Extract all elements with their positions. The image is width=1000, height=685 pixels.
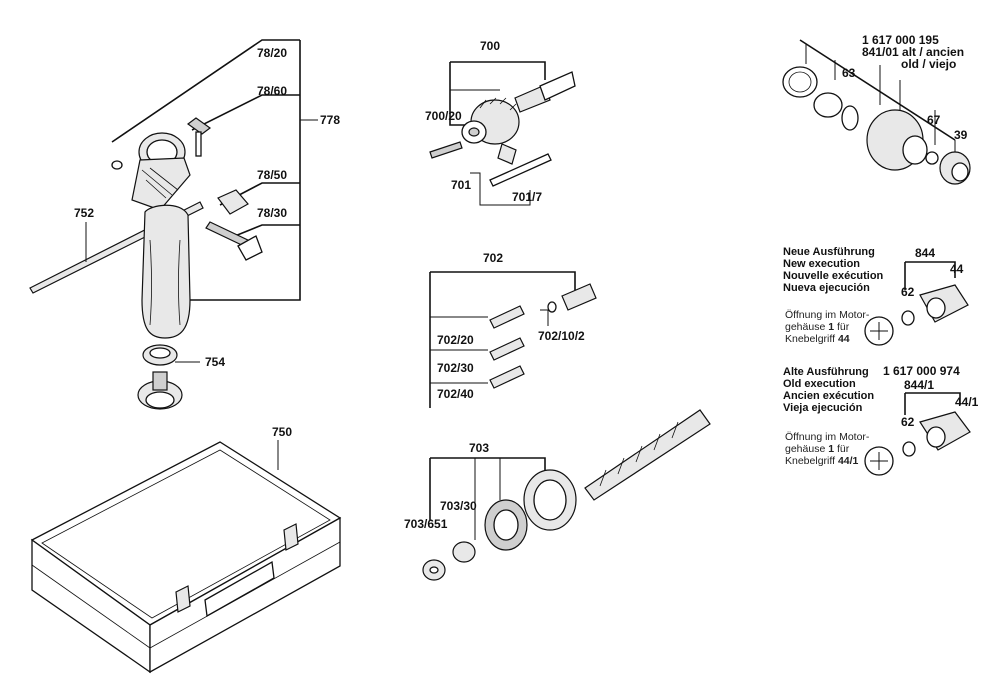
screwdriver-bits-group <box>429 271 597 408</box>
new-exec-es: Nueva ejecución <box>783 282 870 294</box>
label-778: 778 <box>320 113 340 127</box>
note-841-01: 841/01 alt / ancien <box>862 45 964 59</box>
label-44-1: 44/1 <box>955 395 979 409</box>
auxiliary-handle-group <box>29 39 318 410</box>
label-62a: 62 <box>901 285 915 299</box>
old-execution-block: Alte Ausführung Old execution Ancien exé… <box>783 364 979 476</box>
label-702: 702 <box>483 251 503 265</box>
new-exec-note-3: Knebelgriff 44 <box>785 333 850 345</box>
label-703-30: 703/30 <box>440 499 477 513</box>
new-exec-de: Neue Ausführung <box>783 246 875 258</box>
label-750: 750 <box>272 425 292 439</box>
label-702-30: 702/30 <box>437 361 474 375</box>
label-703: 703 <box>469 441 489 455</box>
new-exec-note-1: Öffnung im Motor- <box>785 309 870 321</box>
label-703-651: 703/651 <box>404 517 448 531</box>
label-754: 754 <box>205 355 225 369</box>
old-exec-note-3: Knebelgriff 44/1 <box>785 455 859 467</box>
label-700: 700 <box>480 39 500 53</box>
label-752: 752 <box>74 206 94 220</box>
old-exec-note-1: Öffnung im Motor- <box>785 431 870 443</box>
label-78-50: 78/50 <box>257 168 287 182</box>
label-701-7: 701/7 <box>512 190 542 204</box>
label-700-20: 700/20 <box>425 109 462 123</box>
label-67: 67 <box>927 113 941 127</box>
old-exec-es: Vieja ejecución <box>783 402 863 414</box>
label-78-60: 78/60 <box>257 84 287 98</box>
label-39: 39 <box>954 128 968 142</box>
label-62b: 62 <box>901 415 915 429</box>
new-exec-en: New execution <box>783 258 860 270</box>
label-702-40: 702/40 <box>437 387 474 401</box>
label-844: 844 <box>915 246 935 260</box>
label-78-20: 78/20 <box>257 46 287 60</box>
label-702-10-2: 702/10/2 <box>538 329 585 343</box>
old-exec-note-2: gehäuse 1 für <box>785 443 850 455</box>
new-exec-note-2: gehäuse 1 für <box>785 321 850 333</box>
chuck-group <box>429 61 576 206</box>
label-701: 701 <box>451 178 471 192</box>
note-old-viejo: old / viejo <box>901 57 956 71</box>
label-63: 63 <box>842 66 856 80</box>
code-1617000195: 1 617 000 195 <box>862 33 939 47</box>
new-exec-fr: Nouvelle exécution <box>783 270 884 282</box>
label-844-1: 844/1 <box>904 378 934 392</box>
label-702-20: 702/20 <box>437 333 474 347</box>
label-78-30: 78/30 <box>257 206 287 220</box>
new-execution-block: Neue Ausführung New execution Nouvelle e… <box>783 246 969 346</box>
old-exec-fr: Ancien exécution <box>783 390 874 402</box>
label-44: 44 <box>950 262 964 276</box>
old-exec-de: Alte Ausführung <box>783 366 869 378</box>
tool-holder-group <box>782 39 971 185</box>
code-1617000974: 1 617 000 974 <box>883 364 960 378</box>
old-exec-en: Old execution <box>783 378 856 390</box>
drill-bit <box>584 409 711 501</box>
carrying-case <box>30 440 342 674</box>
adapter-rings-group <box>422 457 577 581</box>
